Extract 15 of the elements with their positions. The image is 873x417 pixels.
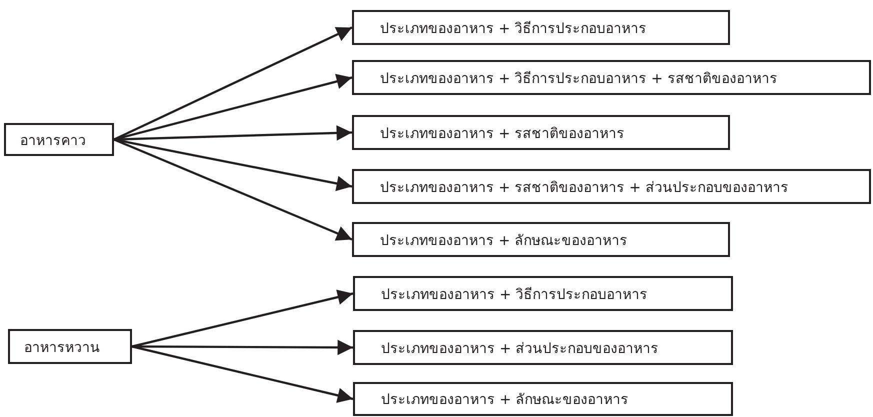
arrow — [132, 290, 354, 348]
process-box: ประเภทของอาหาร + ลักษณะของอาหาร — [353, 382, 733, 416]
process-box: ประเภทของอาหาร + ส่วนประกอบของอาหาร — [353, 330, 733, 365]
process-box: อาหารหวาน — [8, 329, 132, 364]
process-box: ประเภทของอาหาร + ลักษณะของอาหาร — [352, 222, 730, 257]
process-box: ประเภทของอาหาร + รสชาติของอาหาร — [352, 115, 730, 150]
process-box: ประเภทของอาหาร + รสชาติของอาหาร + ส่วนประกอบของอาหาร — [352, 169, 871, 204]
arrow — [114, 138, 352, 241]
arrow — [114, 26, 352, 140]
arrow — [132, 345, 354, 403]
process-box: ประเภทของอาหาร + วิธีการประกอบอาหาร — [353, 276, 733, 311]
process-box: อาหารคาว — [4, 123, 114, 156]
process-box: ประเภทของอาหาร + วิธีการประกอบอาหาร + รสชาติของอาหาร — [352, 60, 871, 95]
process-box: ประเภทของอาหาร + วิธีการประกอบอาหาร — [352, 10, 730, 45]
arrow — [132, 340, 353, 356]
